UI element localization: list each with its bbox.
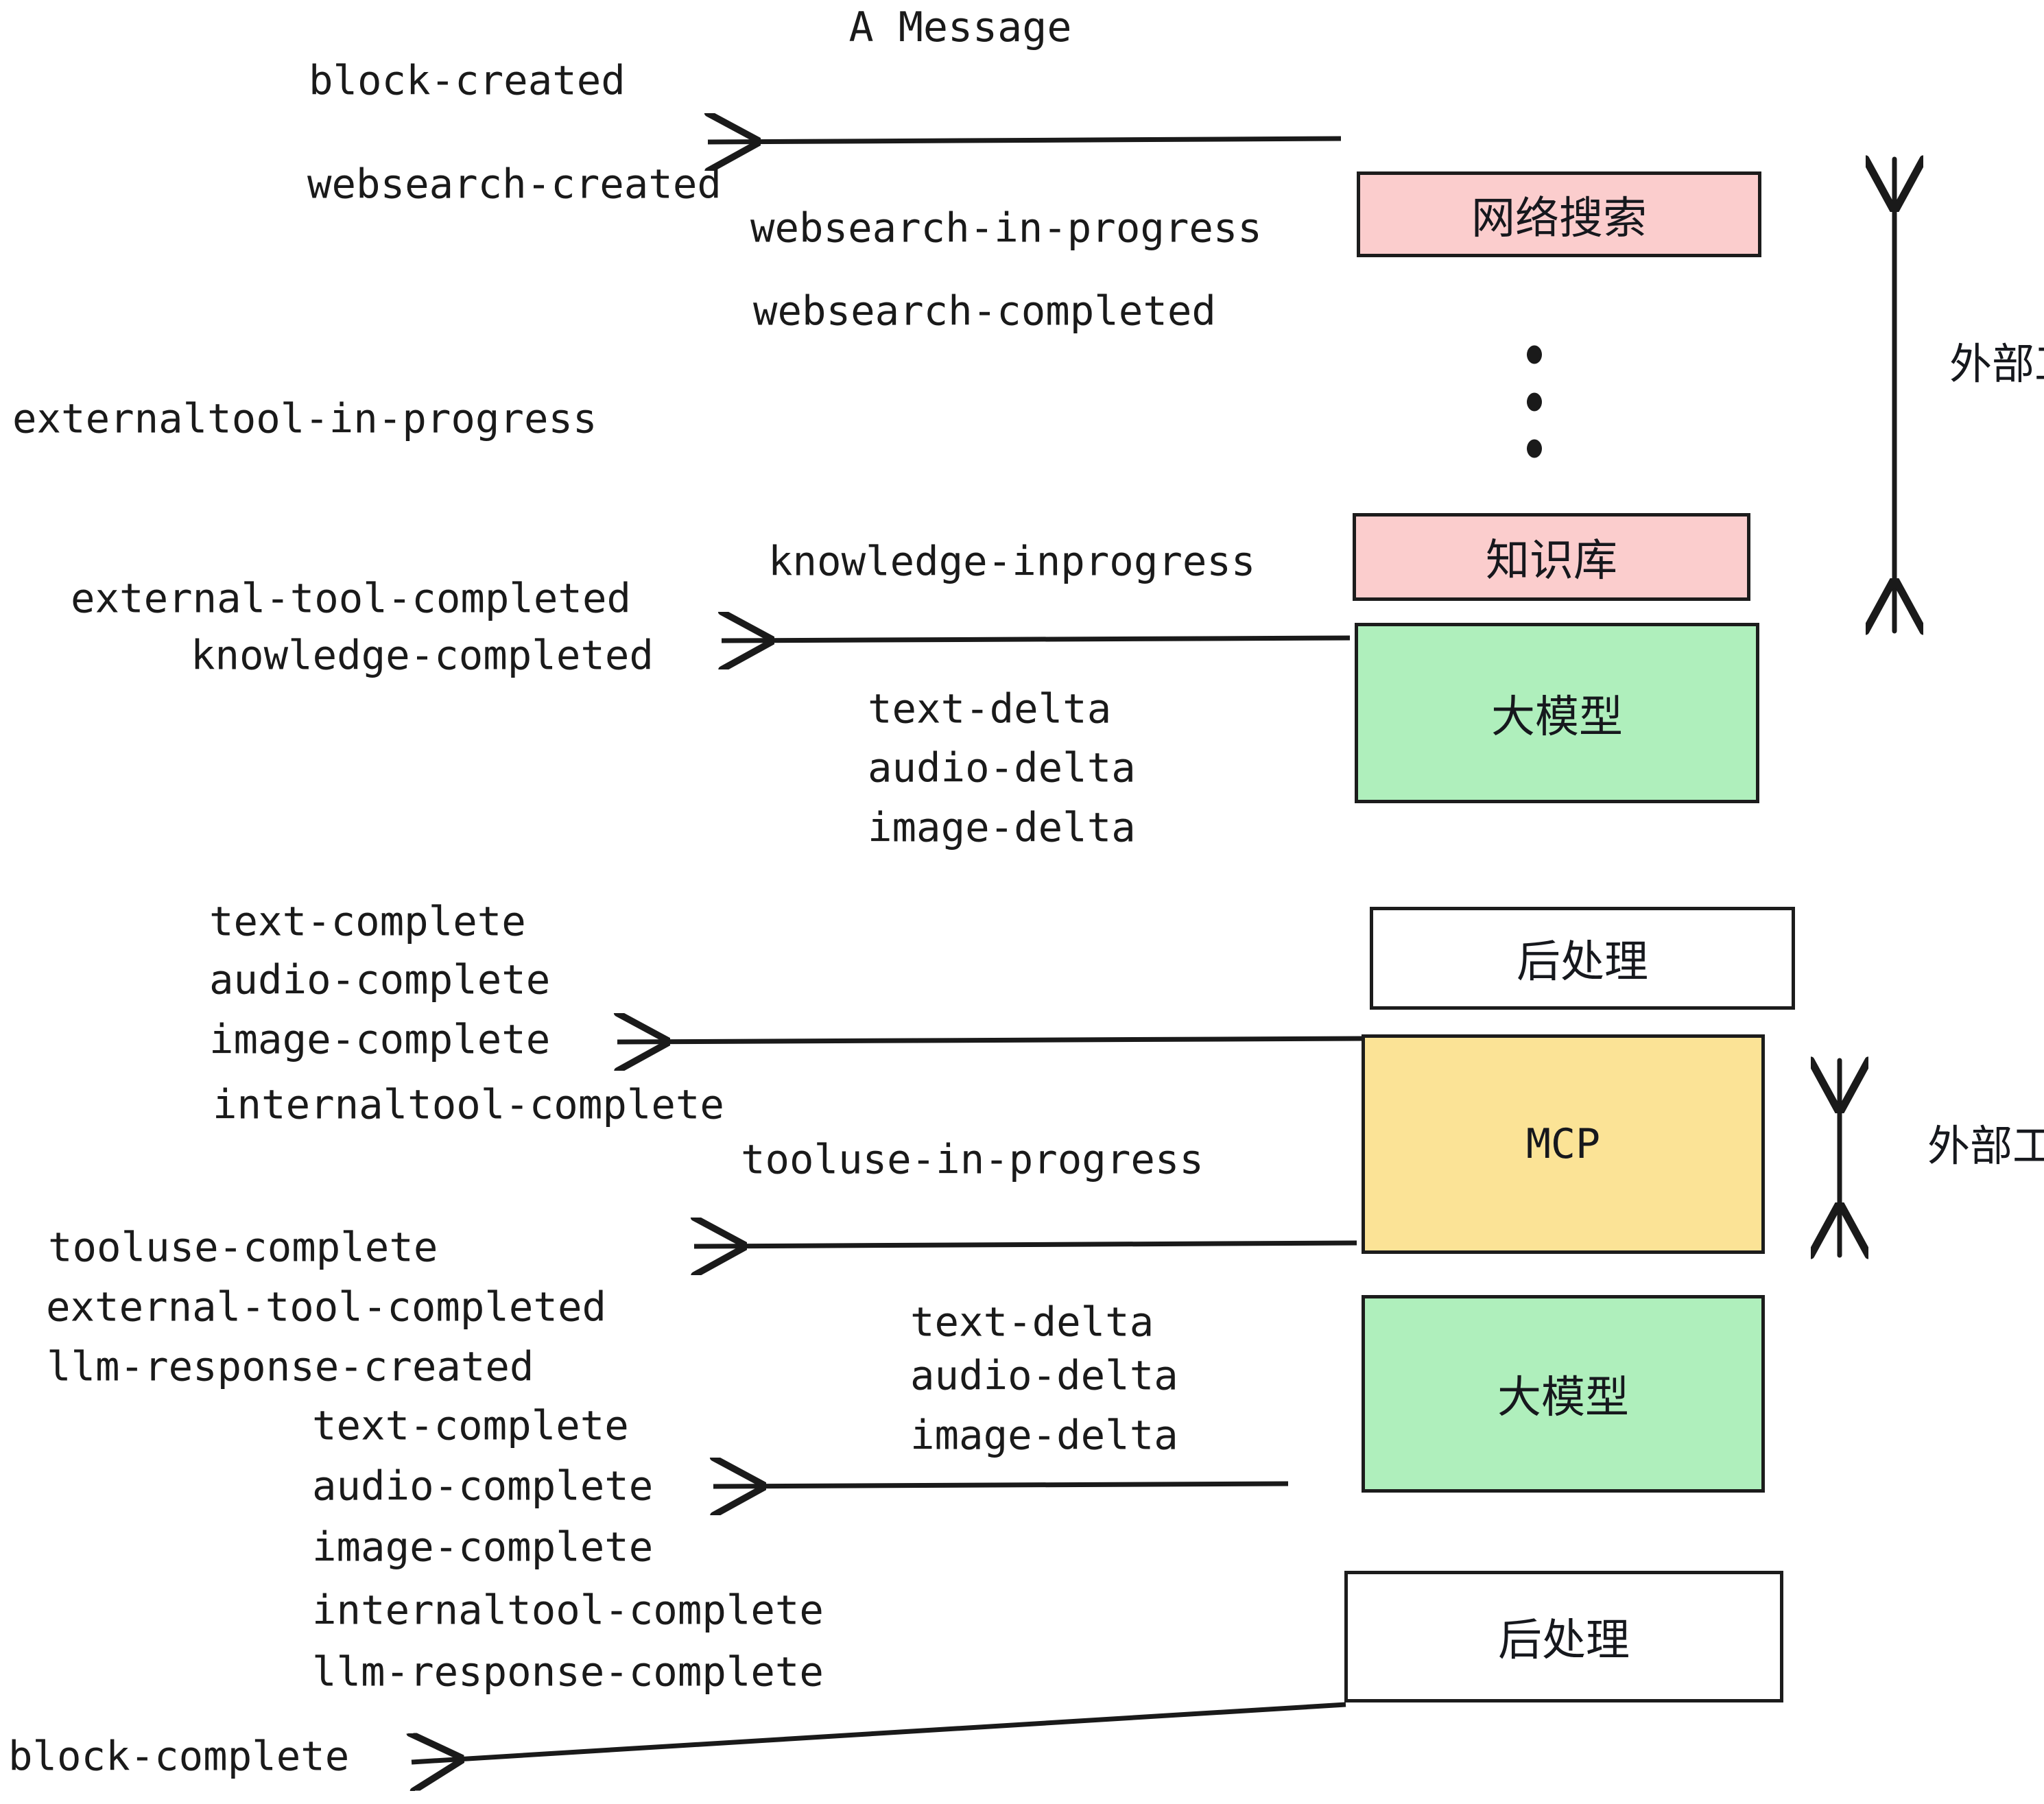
event-label-internaltool-complete-1: internaltool-complete: [213, 1080, 724, 1128]
ellipsis-dot-2: [1527, 392, 1542, 412]
ellipsis-dot-1: [1527, 345, 1542, 364]
event-label-audio-delta-1: audio-delta: [868, 744, 1136, 792]
diagram-title: A Message: [848, 3, 1072, 51]
event-label-tooluse-complete: tooluse-complete: [48, 1223, 438, 1271]
event-label-websearch-created: websearch-created: [307, 160, 722, 208]
edge-websearch-to-block: [708, 139, 1342, 142]
event-label-tooluse-in-progress: tooluse-in-progress: [741, 1135, 1204, 1183]
side-label-external-tools-bottom: 外部工具: [1927, 1121, 2044, 1171]
edge-mcp-to-left: [694, 1243, 1357, 1246]
event-label-websearch-in-progress: websearch-in-progress: [750, 204, 1262, 252]
ellipsis-dot-3: [1527, 439, 1542, 458]
event-label-audio-delta-2: audio-delta: [910, 1351, 1178, 1399]
event-label-knowledge-inprogress: knowledge-inprogress: [768, 537, 1256, 585]
event-label-audio-complete-2: audio-complete: [312, 1462, 654, 1510]
node-postprocess-2: 后处理: [1344, 1571, 1783, 1702]
event-label-llm-response-complete: llm-response-complete: [312, 1648, 824, 1696]
edge-knowledge-to-left: [722, 638, 1351, 641]
event-label-audio-complete-1: audio-complete: [209, 956, 551, 1004]
event-label-text-delta-2: text-delta: [910, 1298, 1154, 1346]
node-llm-1: 大模型: [1355, 623, 1759, 803]
event-label-text-complete-1: text-complete: [209, 897, 526, 945]
event-label-image-delta-2: image-delta: [910, 1411, 1178, 1459]
event-label-block-complete: block-complete: [8, 1732, 350, 1780]
event-label-internaltool-complete-2: internaltool-complete: [312, 1586, 824, 1634]
event-label-knowledge-completed: knowledge-completed: [191, 631, 654, 679]
node-llm-2: 大模型: [1362, 1295, 1765, 1493]
edge-llm2-to-left: [713, 1484, 1289, 1486]
side-label-external-tools-top: 外部工具: [1949, 339, 2044, 389]
event-label-image-complete-2: image-complete: [312, 1523, 654, 1571]
node-websearch: 网络搜索: [1357, 171, 1761, 257]
event-label-block-created: block-created: [309, 56, 626, 104]
event-label-websearch-completed: websearch-completed: [753, 287, 1216, 335]
edge-postproc2-to-block: [412, 1702, 1346, 1762]
event-label-text-delta-1: text-delta: [868, 685, 1112, 733]
node-mcp: MCP: [1362, 1034, 1765, 1254]
node-knowledge: 知识库: [1353, 513, 1750, 601]
event-label-image-delta-1: image-delta: [868, 803, 1136, 851]
event-label-text-complete-2: text-complete: [312, 1401, 629, 1449]
event-label-external-tool-completed-1: external-tool-completed: [71, 574, 631, 622]
event-label-externaltool-in-progress: externaltool-in-progress: [12, 394, 597, 442]
node-postprocess-1: 后处理: [1370, 907, 1795, 1010]
edge-postproc1-to-left: [617, 1039, 1366, 1042]
event-label-image-complete-1: image-complete: [209, 1015, 551, 1063]
event-label-external-tool-completed-2: external-tool-completed: [46, 1283, 606, 1331]
event-label-llm-response-created: llm-response-created: [47, 1342, 534, 1390]
